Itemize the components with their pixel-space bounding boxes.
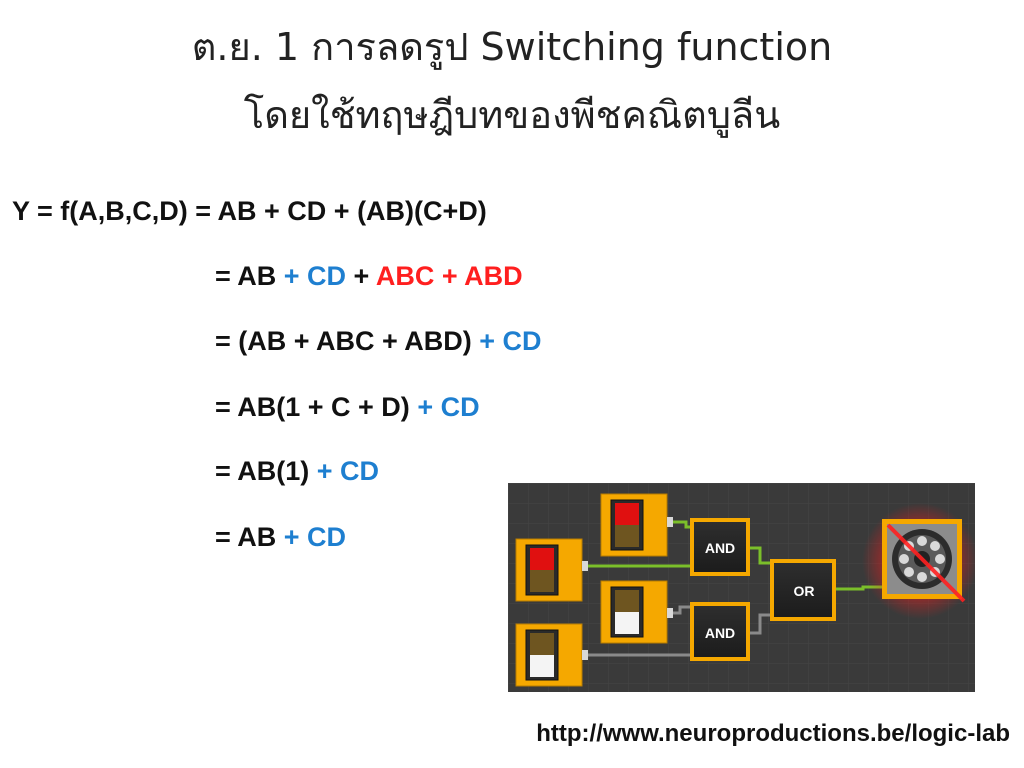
equation-line-1: Y = f(A,B,C,D) = AB + CD + (AB)(C+D): [12, 196, 487, 227]
switch-a-led-on: [530, 548, 554, 570]
wire-and1-to-or: [750, 546, 770, 565]
or-gate-label: OR: [794, 583, 815, 599]
source-url[interactable]: http://www.neuroproductions.be/logic-lab: [536, 720, 1010, 747]
and-gate-2-label: AND: [705, 625, 735, 641]
or-gate[interactable]: OR: [770, 559, 836, 621]
slide-title-line-2: โดยใช้ทฤษฎีบทของพีชคณิตบูลีน: [243, 93, 781, 137]
switch-a[interactable]: [515, 538, 588, 602]
switch-a-grip: [530, 570, 554, 592]
equation-part: +: [346, 261, 376, 291]
switch-b-led-on: [615, 503, 639, 525]
switch-b[interactable]: [600, 493, 673, 557]
equation-part-cd: + CD: [417, 392, 480, 422]
equation-part: Y = f(A,B,C,D) = AB + CD + (AB)(C+D): [12, 196, 487, 226]
equation-part: = AB(1): [215, 456, 317, 486]
equation-part-cd: + CD: [283, 522, 347, 552]
equation-line-3: = (AB + ABC + ABD) + CD: [215, 326, 542, 357]
equation-part: = AB: [215, 261, 284, 291]
switch-c-led-off: [615, 612, 639, 634]
switch-d-led-off: [530, 655, 554, 677]
logic-circuit-diagram: AND AND OR: [508, 483, 975, 692]
wire-c-to-and2: [667, 605, 690, 615]
mute-slash: [886, 523, 966, 603]
wire-b-to-and1: [667, 520, 690, 529]
equation-line-6: = AB + CD: [215, 522, 346, 553]
slide-title-line-1: ต.ย. 1 การลดรูป Switching function: [191, 25, 833, 69]
speaker-off-icon[interactable]: [862, 503, 975, 619]
and-gate-1-label: AND: [705, 540, 735, 556]
switch-b-grip: [615, 525, 639, 547]
switch-c-grip: [615, 590, 639, 612]
equation-part-expanded: ABC + ABD: [375, 261, 523, 291]
equation-part: = AB: [215, 522, 284, 552]
equation-part-cd: + CD: [283, 261, 347, 291]
wire-and2-to-or: [750, 613, 770, 635]
switch-d[interactable]: [515, 623, 588, 687]
equation-part-cd: + CD: [316, 456, 380, 486]
and-gate-1[interactable]: AND: [690, 518, 750, 576]
switch-d-grip: [530, 633, 554, 655]
equation-part: = (AB + ABC + ABD): [215, 326, 480, 356]
equation-line-2: = AB + CD + ABC + ABD: [215, 261, 523, 292]
equation-line-5: = AB(1) + CD: [215, 456, 379, 487]
equation-part-cd: + CD: [479, 326, 542, 356]
equation-line-4: = AB(1 + C + D) + CD: [215, 392, 480, 423]
switch-c[interactable]: [600, 580, 673, 644]
equation-part: = AB(1 + C + D): [215, 392, 418, 422]
and-gate-2[interactable]: AND: [690, 602, 750, 661]
wires: [582, 520, 882, 657]
